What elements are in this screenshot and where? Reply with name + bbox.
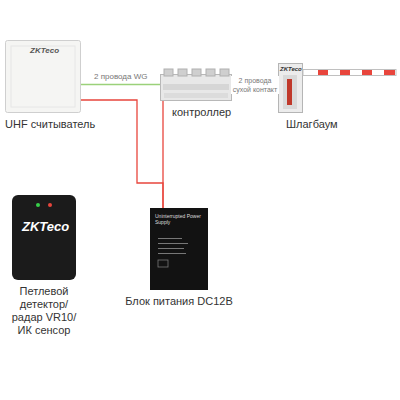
loop-detector: Петлевой детектор/ радар VR10/ ИК сенсор [12,195,76,280]
device-caption: Блок питания DC12B [114,295,244,308]
device-caption: контроллер [172,106,252,119]
brand-logo: ZKTeco [30,46,70,55]
controller-module: контроллер [160,68,232,101]
brand-logo: ZKTeco [280,66,304,73]
label-anchor: 2 провода WG [94,72,147,82]
label-anchor: ZKTeco [22,220,74,234]
wire-connector [81,84,160,85]
controller-module-illustration [160,68,232,101]
device-caption: Петлевой детектор/ радар VR10/ ИК сенсор [6,285,82,337]
wire-label: 2 провода сухой контакт [231,76,279,94]
device-caption: UHF считыватель [5,118,125,131]
wire-connector [81,100,163,208]
loop-detector-illustration [12,195,76,280]
wire-label: 2 провода WG [94,72,147,82]
label-anchor: ZKTeco [280,66,304,73]
label-anchor: Uninterrupted Power Supply [155,213,203,225]
device-print: Uninterrupted Power Supply [155,213,203,225]
label-anchor: 2 провода сухой контакт [231,76,279,94]
label-anchor: ZKTeco [30,46,70,55]
brand-logo: ZKTeco [22,220,74,234]
device-caption: Шлагбаум [286,118,386,131]
